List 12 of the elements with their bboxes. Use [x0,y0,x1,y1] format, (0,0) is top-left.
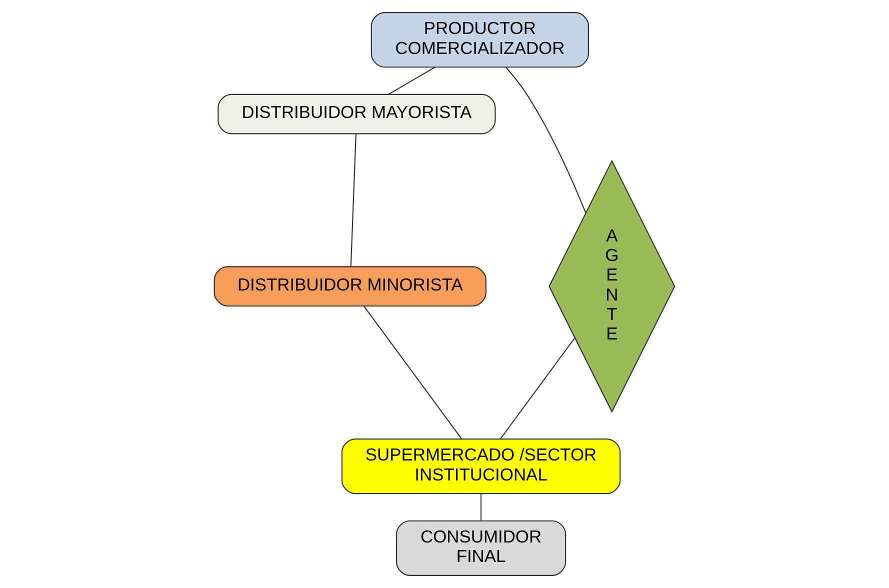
node-diamond: AGENTE [548,160,676,414]
connector [350,134,357,266]
connector [500,338,576,440]
connector [363,306,462,440]
connector [505,66,586,214]
connector [388,66,436,95]
node-box: DISTRIBUIDOR MINORISTA [214,266,486,307]
node-box: DISTRIBUIDOR MAYORISTA [218,94,496,134]
node-box: SUPERMERCADO /SECTOR INSTITUCIONAL [341,438,621,494]
node-box: PRODUCTOR COMERCIALIZADOR [370,12,590,68]
node-box: CONSUMIDOR FINAL [396,520,566,576]
connector [480,494,482,520]
